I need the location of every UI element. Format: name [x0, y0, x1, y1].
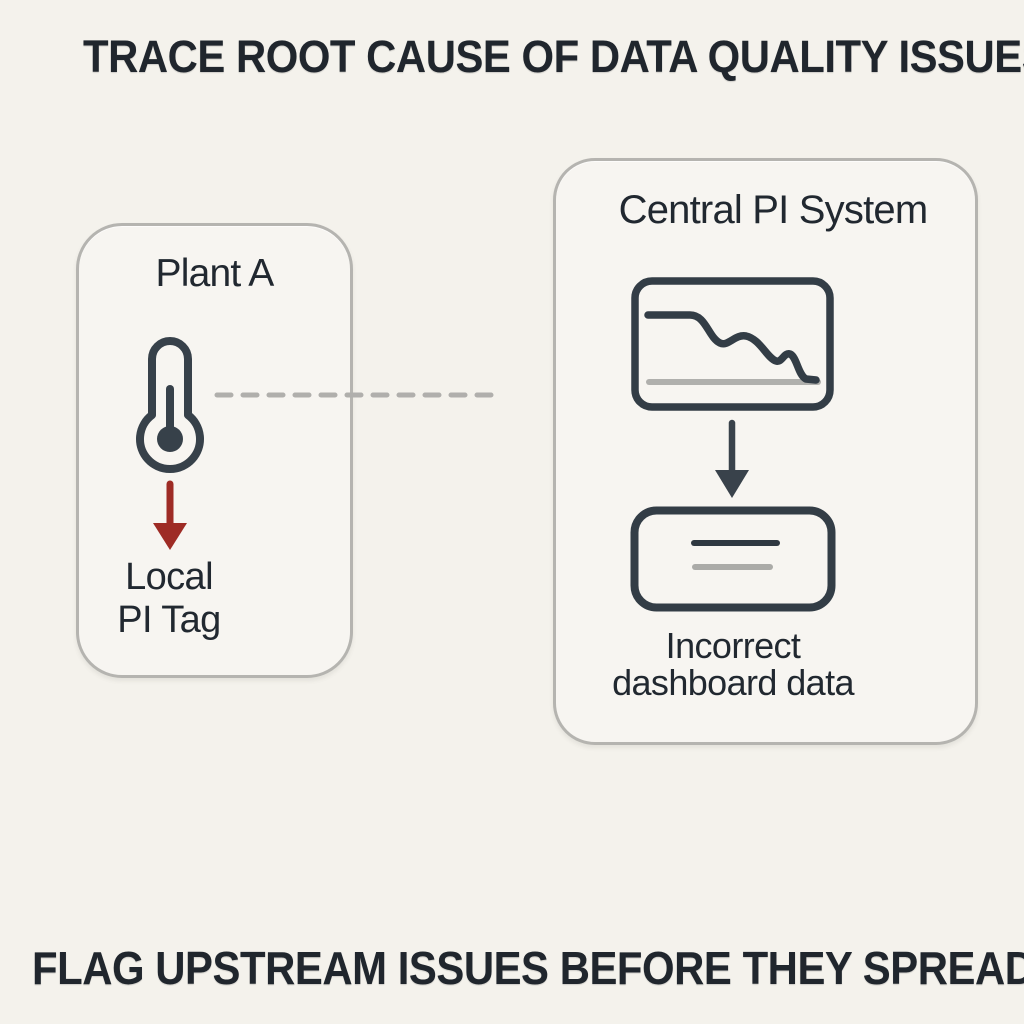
- caption-line: PI Tag: [117, 599, 221, 641]
- central-pi-system-box: [553, 158, 978, 745]
- red-down-arrow-icon: [153, 480, 187, 550]
- thermometer-icon: [136, 337, 204, 473]
- plant-a-box: [76, 223, 353, 678]
- declining-trend-chart-icon: [631, 277, 834, 411]
- caption-line: dashboard data: [612, 662, 854, 703]
- central-pi-system-title: Central PI System: [618, 188, 929, 232]
- page-title: TRACE ROOT CAUSE OF DATA QUALITY ISSUES: [83, 31, 1024, 82]
- central-caption: Incorrect dashboard data: [553, 627, 913, 701]
- dashboard-card-icon: [630, 506, 836, 612]
- plant-a-caption: Local PI Tag: [69, 556, 269, 642]
- footer-tagline: FLAG UPSTREAM ISSUES BEFORE THEY SPREAD: [32, 942, 1024, 994]
- down-arrow-icon: [715, 419, 749, 498]
- plant-a-title: Plant A: [155, 252, 275, 295]
- dashed-connector-line: [214, 392, 504, 398]
- caption-line: Local: [125, 556, 213, 598]
- caption-line: Incorrect: [665, 625, 801, 666]
